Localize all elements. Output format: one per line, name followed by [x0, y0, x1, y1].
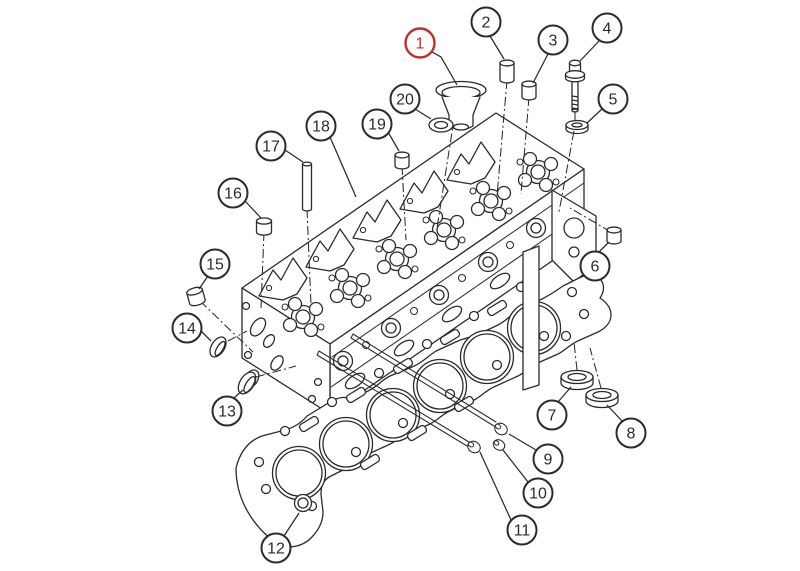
callout-4[interactable]: 4	[591, 12, 623, 44]
dashdot-line	[255, 365, 297, 378]
part-drawing-1	[435, 80, 487, 131]
leader-line-12	[283, 512, 300, 537]
leader-line-18	[329, 136, 357, 198]
leader-line-11	[479, 451, 512, 521]
callout-9[interactable]: 9	[532, 443, 564, 475]
callout-label: 7	[548, 408, 557, 425]
callout-11[interactable]: 11	[506, 514, 538, 546]
dashdot-line	[401, 165, 407, 241]
callout-label: 18	[312, 119, 330, 136]
leader-line-16	[244, 200, 262, 219]
part-drawing-8	[585, 387, 619, 409]
dashdot-line	[520, 96, 530, 195]
leader-line-20	[414, 108, 432, 120]
callout-leader-lines	[198, 35, 623, 537]
callout-label: 14	[178, 321, 196, 338]
dashdot-line	[260, 231, 265, 309]
leader-line-15	[198, 275, 209, 290]
callout-label: 6	[591, 259, 600, 276]
small-cylindrical-parts	[186, 59, 622, 307]
callout-5[interactable]: 5	[597, 83, 629, 115]
leader-line-4	[579, 39, 601, 62]
callout-1[interactable]: 1	[404, 27, 436, 59]
leader-line-1	[431, 51, 458, 86]
callout-20[interactable]: 20	[389, 83, 421, 115]
callout-label: 8	[627, 426, 636, 443]
part-drawing-13	[237, 371, 257, 395]
leader-line-17	[284, 149, 304, 163]
leader-line-3	[532, 53, 549, 84]
gasket-water-slots	[298, 299, 508, 471]
gasket-bolt-holes	[253, 281, 590, 512]
callout-13[interactable]: 13	[211, 395, 243, 427]
small-parts	[186, 59, 622, 409]
callout-19[interactable]: 19	[361, 108, 393, 140]
dashdot-line	[227, 330, 248, 342]
dashdot-line	[199, 300, 254, 353]
callout-16[interactable]: 16	[217, 177, 249, 209]
callout-7[interactable]: 7	[536, 399, 568, 431]
callout-8[interactable]: 8	[615, 417, 647, 449]
head-bolt-rods	[316, 333, 508, 454]
callout-label: 12	[267, 541, 285, 558]
part-drawing-20	[428, 117, 454, 133]
callout-label: 2	[482, 15, 491, 32]
callout-label: 4	[603, 21, 612, 38]
leader-line-14	[200, 330, 212, 342]
callout-10[interactable]: 10	[522, 477, 554, 509]
callout-label: 15	[206, 257, 224, 274]
callout-12[interactable]: 12	[260, 532, 292, 564]
callout-6[interactable]: 6	[579, 250, 611, 282]
callout-17[interactable]: 17	[255, 130, 287, 162]
callout-label: 1	[416, 36, 425, 53]
callout-label: 19	[368, 117, 386, 134]
part-drawing-4	[564, 59, 586, 113]
leader-line-5	[586, 108, 603, 124]
callout-label: 13	[218, 404, 236, 421]
callout-label: 9	[544, 452, 553, 469]
part-drawing-7	[560, 369, 594, 391]
dashdot-line	[573, 341, 578, 371]
callout-14[interactable]: 14	[171, 312, 203, 344]
part-drawing-5	[565, 119, 589, 135]
callout-18[interactable]: 18	[305, 110, 337, 142]
callout-label: 3	[549, 33, 558, 50]
head-bracket-arm	[522, 245, 540, 391]
callout-label: 5	[609, 92, 618, 109]
dashdot-line	[306, 208, 312, 306]
callout-label: 10	[529, 486, 547, 503]
callout-label: 16	[224, 186, 242, 203]
callout-label: 11	[514, 523, 531, 540]
head-gasket-drawing	[235, 274, 612, 548]
dashdot-line	[558, 130, 575, 213]
cylinder-bores	[271, 300, 562, 501]
callout-15[interactable]: 15	[199, 248, 231, 280]
leader-line-6	[598, 241, 610, 253]
leader-line-8	[606, 404, 623, 422]
dashdot-line	[569, 207, 612, 233]
callout-3[interactable]: 3	[537, 24, 569, 56]
callout-label: 20	[396, 92, 414, 109]
leader-line-13	[233, 389, 244, 399]
leader-line-9	[508, 433, 537, 451]
dashdot-line	[589, 347, 602, 389]
callout-label: 17	[262, 139, 280, 156]
part-drawing-14	[209, 336, 227, 358]
leader-line-19	[387, 131, 400, 152]
leader-line-2	[489, 35, 505, 60]
leader-line-7	[557, 386, 572, 403]
callout-2[interactable]: 2	[470, 6, 502, 38]
rocker-stand-brackets	[258, 141, 496, 301]
dashdot-line	[496, 79, 508, 197]
leader-line-10	[502, 449, 529, 483]
